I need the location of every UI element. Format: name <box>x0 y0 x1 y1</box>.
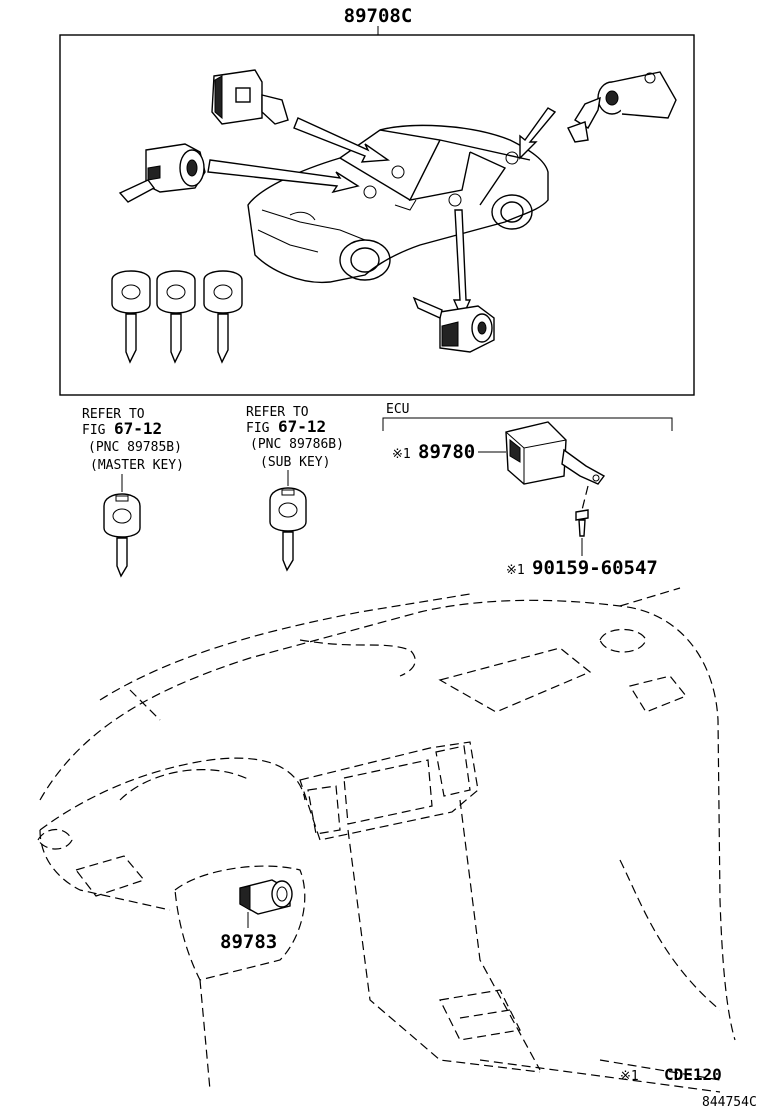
sub-key-pnc: (PNC 89786B) <box>250 437 344 452</box>
door-cylinder-lower-icon <box>412 296 495 353</box>
master-key-type: (MASTER KEY) <box>90 458 184 473</box>
antenna-part-number: 89783 <box>220 931 277 953</box>
sub-key-fig-number: 67-12 <box>278 417 326 436</box>
footnote-mark: ※1 <box>620 1069 639 1084</box>
master-key-fig-prefix: FIG <box>82 423 106 438</box>
car-outline-icon <box>247 124 549 284</box>
bolt-part-number: 90159-60547 <box>532 557 658 579</box>
master-key-icon <box>103 493 141 578</box>
footnote-code: CDE120 <box>664 1065 722 1084</box>
master-key-refer-line: REFER TO <box>82 407 145 422</box>
sub-key-fig-prefix: FIG <box>246 421 270 436</box>
bolt-asterisk-mark: ※1 <box>506 563 525 578</box>
sub-key-type: (SUB KEY) <box>260 455 330 470</box>
pointer-arrows <box>207 107 557 320</box>
dashboard-outline <box>37 587 736 1093</box>
kit-box <box>59 34 695 396</box>
key-icon <box>203 270 243 364</box>
trunk-cylinder-icon <box>567 71 677 143</box>
ecu-bracket <box>382 417 673 431</box>
sub-key-icon <box>269 487 307 572</box>
illustration-number: 844754C <box>702 1095 757 1110</box>
master-key-fig-number: 67-12 <box>114 419 162 438</box>
ecu-part-number: 89780 <box>418 441 475 463</box>
ecu-module-icon <box>505 421 606 485</box>
key-icon <box>111 270 151 364</box>
ecu-group-label: ECU <box>386 402 409 417</box>
kit-part-number: 89708C <box>344 5 413 27</box>
bolt-icon <box>575 509 589 537</box>
key-icon <box>156 270 196 364</box>
master-key-pnc: (PNC 89785B) <box>88 440 182 455</box>
transponder-antenna-icon <box>239 879 293 915</box>
ecu-asterisk-mark: ※1 <box>392 447 411 462</box>
ignition-cylinder-icon <box>118 143 206 203</box>
sub-key-refer-line: REFER TO <box>246 405 309 420</box>
bolt-dashed-leader <box>581 485 589 511</box>
door-lock-cylinder-icon <box>211 69 289 125</box>
